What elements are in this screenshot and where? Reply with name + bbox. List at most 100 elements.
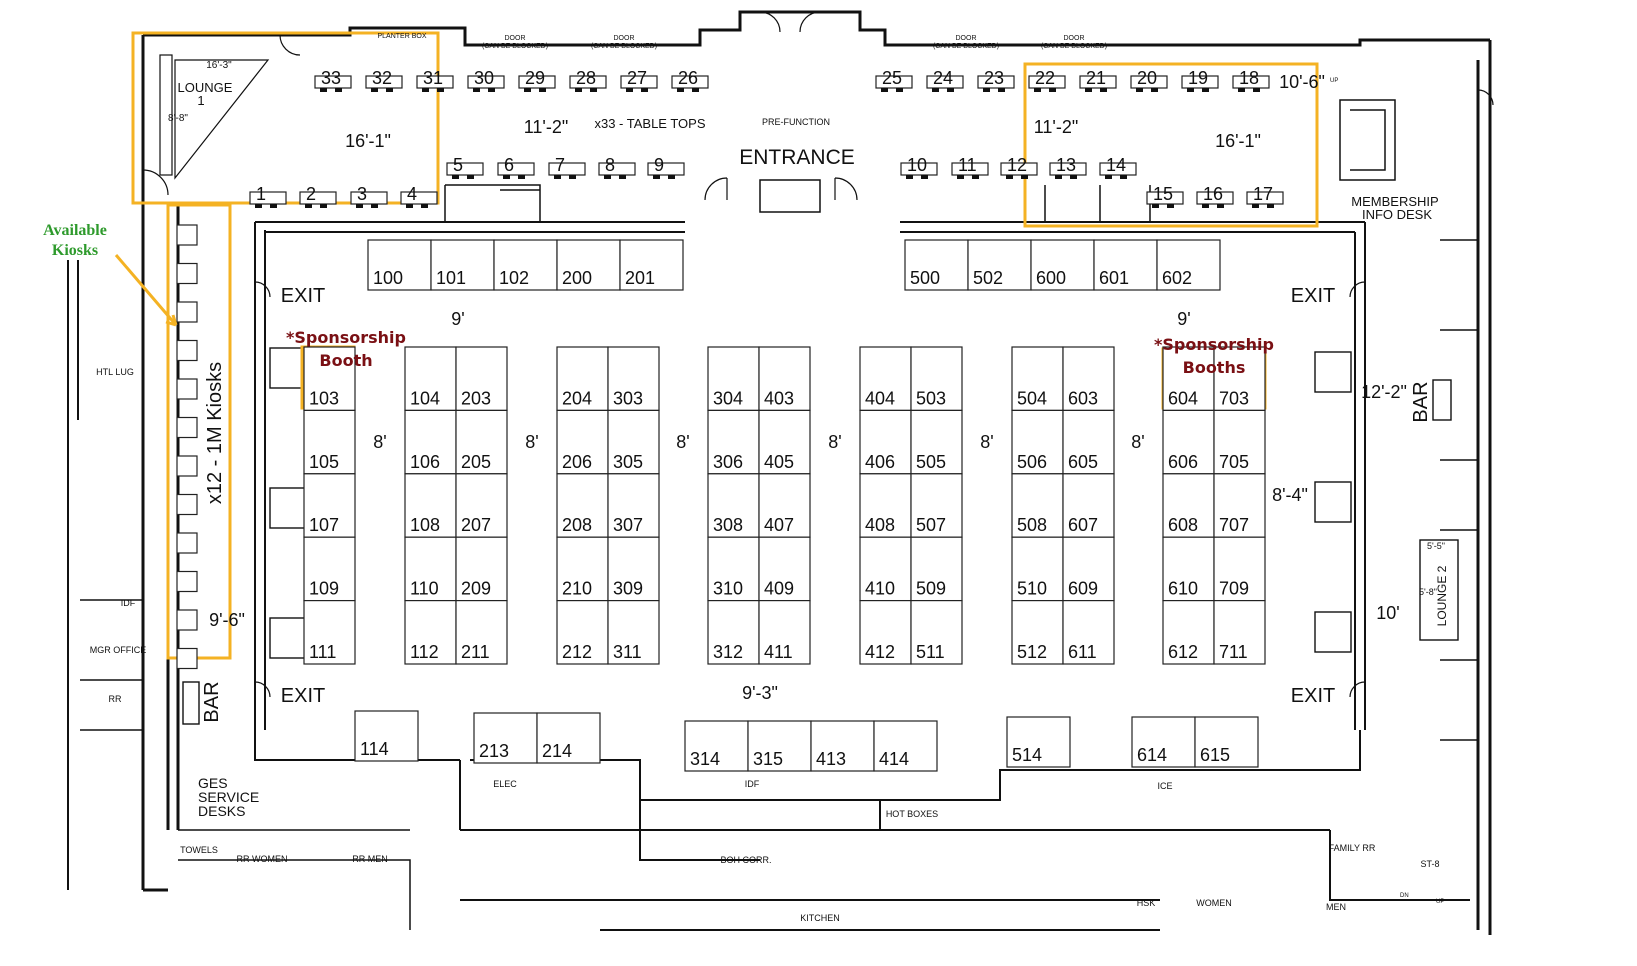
booth-607[interactable]: 607 [1062,473,1115,538]
tabletop-7[interactable]: 7 [548,155,586,179]
kiosk-1[interactable] [176,224,198,246]
kiosk-3[interactable] [176,301,198,323]
tabletop-16[interactable]: 16 [1196,184,1234,208]
booth-600[interactable]: 600 [1030,239,1095,291]
tabletop-26[interactable]: 26 [671,68,709,92]
booth-705[interactable]: 705 [1213,409,1266,475]
kiosk-8[interactable] [176,493,198,516]
tabletop-9[interactable]: 9 [647,155,685,179]
booth-114[interactable]: 114 [354,710,419,762]
booth-709[interactable]: 709 [1213,536,1266,602]
booth-109[interactable]: 109 [303,536,356,602]
booth-112[interactable]: 112 [404,599,457,665]
kiosk-4[interactable] [176,339,198,362]
booth-108[interactable]: 108 [404,473,457,538]
tabletop-19[interactable]: 19 [1181,68,1219,92]
booth-511[interactable]: 511 [910,599,963,665]
booth-612[interactable]: 612 [1162,599,1215,665]
booth-103[interactable]: 103 [303,346,356,412]
kiosk-11[interactable] [176,609,198,631]
booth-213[interactable]: 213 [473,712,538,764]
booth-100[interactable]: 100 [367,239,432,291]
kiosk-7[interactable] [176,455,198,477]
booth-615[interactable]: 615 [1194,716,1259,768]
tabletop-21[interactable]: 21 [1079,68,1117,92]
booth-408[interactable]: 408 [859,473,912,538]
booth-310[interactable]: 310 [707,536,760,602]
booth-212[interactable]: 212 [556,599,609,665]
kiosk-5[interactable] [176,378,198,400]
tabletop-33[interactable]: 33 [314,68,352,92]
booth-107[interactable]: 107 [303,473,356,538]
tabletop-30[interactable]: 30 [467,68,505,92]
booth-512[interactable]: 512 [1011,599,1064,665]
tabletop-14[interactable]: 14 [1099,155,1137,179]
kiosk-10[interactable] [176,570,198,593]
booth-314[interactable]: 314 [684,720,749,772]
tabletop-13[interactable]: 13 [1049,155,1087,179]
booth-204[interactable]: 204 [556,346,609,412]
kiosk-9[interactable] [176,532,198,554]
booth-209[interactable]: 209 [455,536,508,602]
booth-603[interactable]: 603 [1062,346,1115,412]
booth-711[interactable]: 711 [1213,599,1266,665]
booth-500[interactable]: 500 [904,239,969,291]
booth-404[interactable]: 404 [859,346,912,412]
tabletop-4[interactable]: 4 [400,184,438,208]
booth-410[interactable]: 410 [859,536,912,602]
booth-601[interactable]: 601 [1093,239,1158,291]
booth-510[interactable]: 510 [1011,536,1064,602]
booth-509[interactable]: 509 [910,536,963,602]
booth-703[interactable]: 703 [1213,346,1266,412]
booth-208[interactable]: 208 [556,473,609,538]
booth-604[interactable]: 604 [1162,346,1215,412]
tabletop-18[interactable]: 18 [1232,68,1270,92]
booth-609[interactable]: 609 [1062,536,1115,602]
booth-110[interactable]: 110 [404,536,457,602]
booth-311[interactable]: 311 [607,599,660,665]
booth-214[interactable]: 214 [536,712,601,764]
kiosk-12[interactable] [176,647,198,670]
tabletop-11[interactable]: 11 [951,155,989,179]
booth-502[interactable]: 502 [967,239,1032,291]
tabletop-6[interactable]: 6 [497,155,535,179]
booth-405[interactable]: 405 [758,409,811,475]
booth-707[interactable]: 707 [1213,473,1266,538]
booth-309[interactable]: 309 [607,536,660,602]
booth-304[interactable]: 304 [707,346,760,412]
booth-205[interactable]: 205 [455,409,508,475]
booth-203[interactable]: 203 [455,346,508,412]
booth-409[interactable]: 409 [758,536,811,602]
tabletop-24[interactable]: 24 [926,68,964,92]
booth-614[interactable]: 614 [1131,716,1196,768]
booth-606[interactable]: 606 [1162,409,1215,475]
tabletop-12[interactable]: 12 [1000,155,1038,179]
tabletop-20[interactable]: 20 [1130,68,1168,92]
booth-412[interactable]: 412 [859,599,912,665]
tabletop-15[interactable]: 15 [1146,184,1184,208]
booth-111[interactable]: 111 [303,599,356,665]
booth-505[interactable]: 505 [910,409,963,475]
booth-610[interactable]: 610 [1162,536,1215,602]
booth-602[interactable]: 602 [1156,239,1221,291]
booth-508[interactable]: 508 [1011,473,1064,538]
booth-503[interactable]: 503 [910,346,963,412]
booth-101[interactable]: 101 [430,239,495,291]
kiosk-2[interactable] [176,262,198,285]
tabletop-3[interactable]: 3 [350,184,388,208]
booth-104[interactable]: 104 [404,346,457,412]
booth-504[interactable]: 504 [1011,346,1064,412]
booth-306[interactable]: 306 [707,409,760,475]
tabletop-8[interactable]: 8 [598,155,636,179]
booth-201[interactable]: 201 [619,239,684,291]
tabletop-27[interactable]: 27 [620,68,658,92]
tabletop-22[interactable]: 22 [1028,68,1066,92]
booth-307[interactable]: 307 [607,473,660,538]
tabletop-32[interactable]: 32 [365,68,403,92]
booth-207[interactable]: 207 [455,473,508,538]
tabletop-1[interactable]: 1 [249,184,287,208]
tabletop-29[interactable]: 29 [518,68,556,92]
booth-407[interactable]: 407 [758,473,811,538]
booth-105[interactable]: 105 [303,409,356,475]
tabletop-10[interactable]: 10 [900,155,938,179]
